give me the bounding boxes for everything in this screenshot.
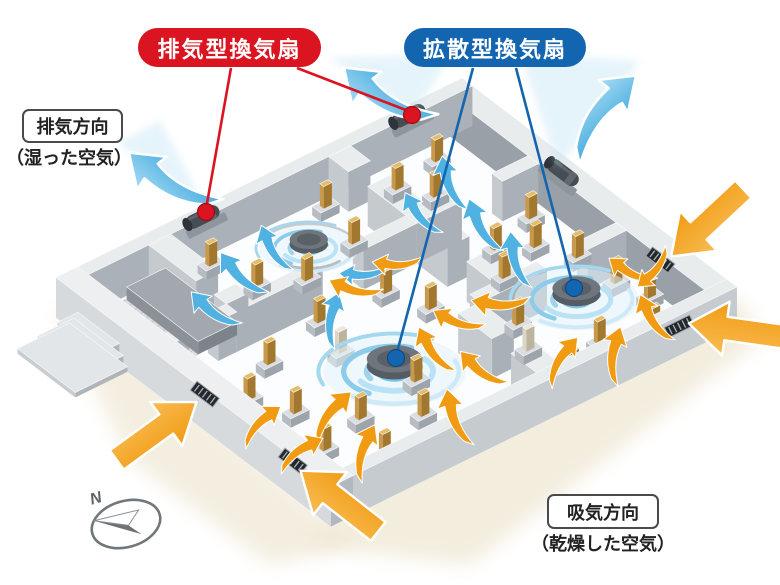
airflow-arrow-icon [591, 323, 636, 387]
airflow-arrow-icon [427, 297, 486, 346]
intake-arrow-icon [687, 300, 780, 357]
intake-arrow-icon [108, 400, 198, 471]
wood-post-icon [402, 353, 431, 397]
leader-line [296, 66, 412, 114]
airflow-arrow-icon [629, 245, 682, 295]
exhaust-air-arrow-icon [574, 74, 638, 166]
wood-post-icon [371, 265, 401, 308]
airflow-arrow-icon [408, 320, 456, 382]
airflow-arrow-icon [309, 288, 354, 349]
airflow-arrow-icon [324, 267, 383, 313]
airflow-arrow-icon [532, 329, 589, 388]
intake-direction-label: 吸気方向 [547, 494, 659, 529]
airflow-arrow-icon [182, 281, 242, 343]
wood-post-icon [311, 179, 341, 222]
airflow-arrow-icon [469, 284, 531, 324]
wall-vent-icon [189, 380, 220, 408]
diffusion-fan-label: 拡散型換気扇 [404, 28, 586, 67]
wood-post-icon [409, 387, 438, 431]
airflow-arrow-icon [434, 386, 474, 450]
wood-post-icon [255, 336, 284, 379]
airflow-arrow-icon [451, 341, 508, 400]
wood-post-icon [383, 161, 412, 204]
leader-line [204, 67, 233, 210]
porch-slab [126, 267, 238, 355]
wood-post-icon [281, 385, 311, 428]
airflow-arrow-icon [395, 186, 443, 245]
intake-arrow-icon [299, 469, 387, 542]
wood-post-icon [514, 322, 543, 366]
airflow-arrow-icon [370, 249, 422, 281]
connector-dot [402, 105, 422, 125]
airflow-arrow-icon [210, 243, 269, 309]
exhaust-air-arrow-icon [342, 66, 440, 121]
airflow-arrow-icon [457, 194, 504, 260]
wood-post-icon [521, 219, 550, 262]
connector-dot [196, 202, 216, 222]
airflow-arrow-icon [251, 220, 294, 279]
exhaust-fan-label: 排気型換気扇 [138, 28, 321, 67]
airflow-arrow-icon [629, 289, 675, 351]
exhaust-direction-label: 排気方向 [22, 109, 123, 143]
exhaust-direction-subtext: （湿った空気） [6, 148, 132, 168]
leader-line [394, 67, 475, 357]
compass-n-label: N [88, 489, 104, 509]
airflow-arrow-icon [430, 153, 468, 215]
wood-post-icon [339, 215, 369, 258]
airflow-arrow-icon [270, 428, 329, 474]
wood-post-icon [346, 390, 376, 434]
airflow-arrow-icon [498, 230, 532, 290]
wall-vent-icon [663, 314, 696, 339]
airflow-arrow-icon [231, 397, 290, 449]
intake-arrow-icon [669, 179, 753, 258]
connector-dot [386, 348, 406, 368]
intake-direction-subtext: （乾燥した空気） [531, 534, 675, 554]
wood-post-icon [292, 252, 322, 295]
exhaust-air-arrow-icon [127, 151, 225, 206]
compass-north-arrow-icon: N [88, 489, 162, 550]
connector-dot [564, 278, 584, 298]
airflow-arrow-icon [602, 247, 657, 298]
wood-post-icon [517, 190, 546, 233]
airflow-arrow-icon [337, 419, 389, 483]
leader-line [514, 67, 575, 287]
